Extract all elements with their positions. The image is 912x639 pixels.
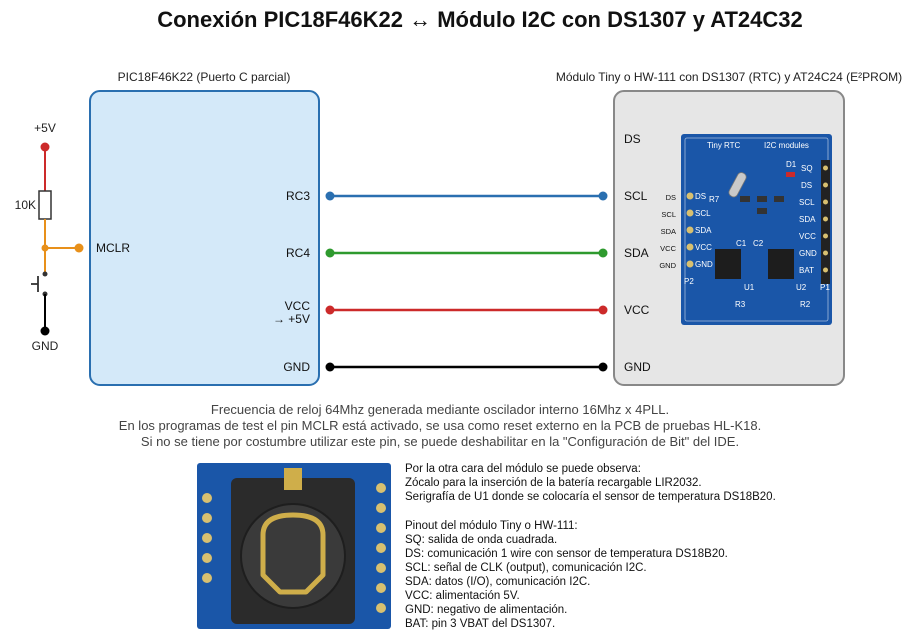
pic-pin-mclr: MCLR: [96, 241, 130, 255]
scl-wire-end-dot: [598, 191, 608, 201]
pinout-item-4: SDA: datos (I/O), comunicación I2C.: [405, 576, 590, 588]
back-item-2: Serigrafía de U1 donde se colocaría el s…: [405, 491, 776, 503]
left-pin-label-3: SDA: [695, 226, 712, 235]
scl-wire-start-dot: [325, 191, 335, 201]
part-r2: R2: [800, 300, 811, 309]
led: [786, 172, 795, 177]
right-pin-label-1: SQ: [801, 164, 813, 173]
sda-wire-end-dot: [598, 248, 608, 258]
back-item-1: Zócalo para la inserción de la batería r…: [405, 477, 702, 489]
battery-clip: [260, 512, 326, 595]
module-pin-vcc: VCC: [624, 303, 650, 317]
pinout-item-7: BAT: pin 3 VBAT del DS1307.: [405, 618, 555, 630]
left-pin-label-4: VCC: [695, 243, 712, 252]
left-pin-label-2: SCL: [695, 209, 711, 218]
gnd-wire-start-dot: [325, 362, 335, 372]
at24c32-chip: [768, 249, 794, 279]
pullup-resistor: [38, 190, 52, 220]
vcc-wire-start-dot: [325, 305, 335, 315]
module-pin-scl: SCL: [624, 189, 648, 203]
left-pin-label-5: GND: [695, 260, 713, 269]
note-line-3: Si no se tiene por costumbre utilizar es…: [141, 434, 739, 449]
module-back-photo: [197, 463, 391, 629]
part-p2: P2: [684, 277, 694, 286]
part-r7: R7: [709, 195, 720, 204]
pinout-title: Pinout del módulo Tiny o HW-111:: [405, 520, 578, 532]
right-pin-label-2: DS: [801, 181, 812, 190]
sda-wire-start-dot: [325, 248, 335, 258]
part-u1: U1: [744, 283, 755, 292]
pinout-item-3: SCL: señal de CLK (output), comunicación…: [405, 562, 647, 574]
outer-pin-label-4: VCC: [660, 244, 676, 253]
mclr-wire-end-dot: [74, 243, 84, 253]
ground-node: [40, 326, 50, 336]
pinout-item-6: GND: negativo de alimentación.: [405, 604, 567, 616]
part-c1: C1: [736, 239, 747, 248]
note-line-1: Frecuencia de reloj 64Mhz generada media…: [211, 402, 669, 417]
pic-pin-rc3: RC3: [286, 189, 310, 203]
battery-tab: [284, 468, 302, 490]
left-pin-label-1: DS: [695, 192, 706, 201]
outer-pin-label-1: DS: [666, 193, 676, 202]
module-pin-sda: SDA: [624, 246, 649, 260]
module-pin-ds: DS: [624, 132, 641, 146]
back-intro: Por la otra cara del módulo se puede obs…: [405, 463, 641, 475]
right-pin-label-4: SDA: [799, 215, 816, 224]
module-pin-gnd: GND: [624, 360, 651, 374]
diagram-title: Conexión PIC18F46K22 ↔ Módulo I2C con DS…: [157, 7, 803, 32]
pinout-item-5: VCC: alimentación 5V.: [405, 590, 520, 602]
supply-label: +5V: [34, 121, 56, 135]
gnd-wire-end-dot: [598, 362, 608, 372]
part-u2: U2: [796, 283, 807, 292]
rtc-module-photo: Tiny RTC I2C modules SQ DS SCL SDA VCC G…: [659, 134, 832, 325]
right-pin-label-7: BAT: [799, 266, 814, 275]
right-pin-label-3: SCL: [799, 198, 815, 207]
pcb-header-left: Tiny RTC: [707, 141, 741, 150]
pinout-item-2: DS: comunicación 1 wire con sensor de te…: [405, 548, 728, 560]
outer-pin-label-2: SCL: [661, 210, 676, 219]
right-pin-label-5: VCC: [799, 232, 816, 241]
pinout-item-1: SQ: salida de onda cuadrada.: [405, 534, 557, 546]
part-r3: R3: [735, 300, 746, 309]
pic-pin-vcc-note: → +5V: [273, 312, 310, 326]
resistor-label: 10K: [15, 198, 36, 212]
pcb-header-right: I2C modules: [764, 141, 809, 150]
crystal: [728, 172, 747, 198]
note-line-2: En los programas de test el pin MCLR est…: [119, 418, 761, 433]
button-contact-top: [42, 271, 48, 277]
outer-pin-label-3: SDA: [661, 227, 676, 236]
pic-block: [89, 90, 320, 386]
right-pin-label-6: GND: [799, 249, 817, 258]
part-c2: C2: [753, 239, 764, 248]
right-pin-header: [821, 160, 830, 284]
part-d1: D1: [786, 160, 797, 169]
pic-pin-rc4: RC4: [286, 246, 310, 260]
part-p1: P1: [820, 283, 830, 292]
pic-caption: PIC18F46K22 (Puerto C parcial): [118, 70, 291, 84]
outer-pin-label-5: GND: [659, 261, 676, 270]
module-caption: Módulo Tiny o HW-111 con DS1307 (RTC) y …: [556, 70, 902, 84]
ground-label: GND: [32, 339, 59, 353]
pic-pin-gnd: GND: [283, 360, 310, 374]
ds1307-chip: [715, 249, 741, 279]
vcc-wire-end-dot: [598, 305, 608, 315]
pic-pin-vcc: VCC: [285, 299, 311, 313]
